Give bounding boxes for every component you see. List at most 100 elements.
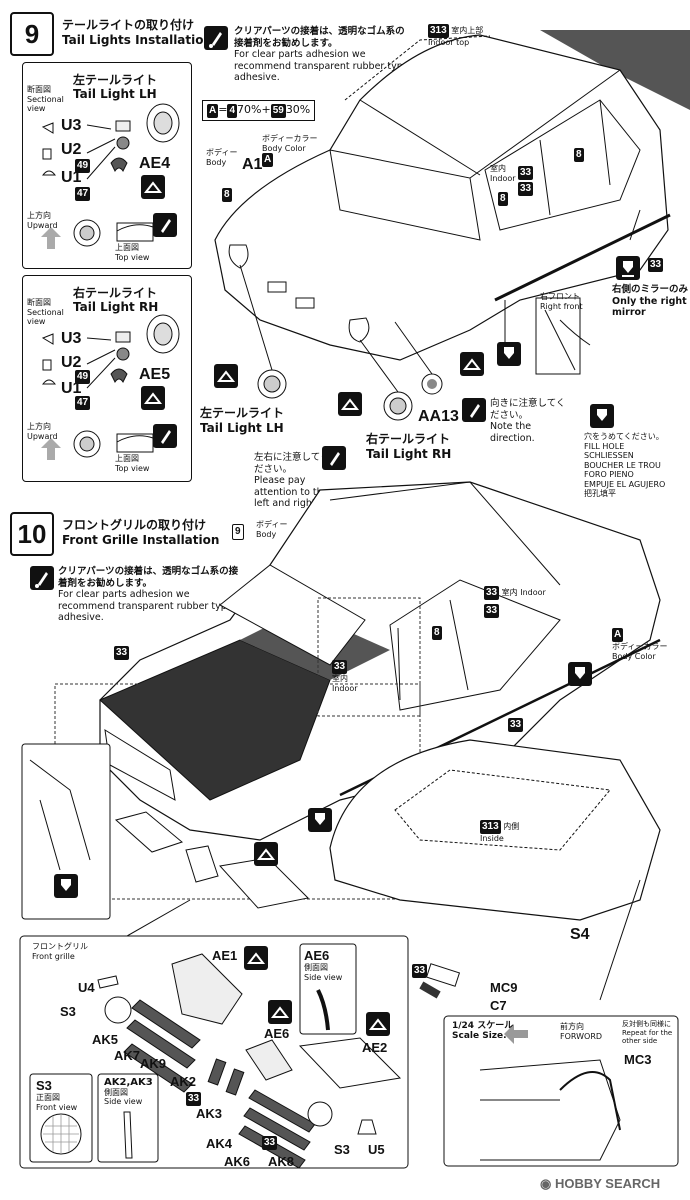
note-lr-icon [322,446,346,470]
part-u3: U3 [61,117,82,134]
step-10-title-jp: フロントグリルの取り付け [62,518,207,532]
badge-33-hood: 33 [114,646,130,660]
dir-jp: 向きに注意してください。 [490,398,566,421]
part-ak2: AK2 [170,1074,197,1089]
glue-icon [214,364,238,388]
forward-en: FORWORD [560,1031,603,1041]
upward-label: 上方向 Upward [27,422,58,441]
part-s3-right: S3 [334,1142,350,1157]
section-en: Sectional view [27,307,64,327]
step-9-title: テールライトの取り付け Tail Lights Installation [62,18,212,48]
tail-light-lh-drawing [41,103,180,249]
note-jp: クリアパーツの接着は、透明なゴム系の接着剤をお勧めします。 [234,26,405,49]
left-tail-light-panel: 左テールライト Tail Light LH 断面図 Sectional view… [22,62,192,269]
part-u2: U2 [61,141,82,158]
glue-icon [366,1012,390,1036]
part-u1: U1 [61,380,82,397]
step-9-title-jp: テールライトの取り付け [62,18,195,32]
badge-33-a: 33 [518,166,534,180]
part-c7: C7 [490,998,507,1013]
s3-en: Front view [36,1102,78,1112]
part-u5: U5 [368,1142,385,1157]
body-jp: ボディー [256,520,288,529]
watermark-text: HOBBY SEARCH [554,1176,661,1191]
step-number-text: 10 [17,518,47,549]
step-9-title-en: Tail Lights Installation [62,33,213,47]
indoor-label-2: 33 室内 Indoor [484,586,546,600]
glue-icon [460,352,484,376]
body-jp: ボディー [206,148,238,157]
drill-hole-icon [308,808,332,832]
indoor-jp: 室内 [332,674,348,683]
left-right-note: 左右に注意してください。Please pay attention to the … [254,452,338,510]
ak-jp: 側面図 [104,1087,128,1097]
top-view-label: 上面図 Top view [115,243,149,262]
upward-jp: 上方向 [27,422,51,431]
indoor-top-jp: 室内上部 [451,26,484,35]
badge-8: 8 [432,626,442,640]
part-u1: U1 [61,169,82,186]
section-jp: 断面図 [27,298,51,307]
drill-hole-icon [568,662,592,686]
part-mc3: MC3 [624,1052,652,1067]
s3-jp: 正面図 [36,1093,60,1102]
part-ae4: AE4 [139,155,171,172]
lr-en: Please pay attention to the left and rig… [254,475,329,509]
bodycolor-jp: ボディーカラー [612,642,668,651]
mix-p1: 70% [237,103,262,116]
glue-point-icon [153,424,177,448]
part-ak7: AK7 [114,1048,141,1063]
mix-eq: = [218,103,228,116]
scale-jp: 1/24 スケール [452,1021,514,1031]
glue-icon [141,175,165,199]
note-en: For clear parts adhesion we recommend tr… [234,49,409,83]
ak-en: Side view [104,1097,143,1106]
part-aa13: AA13 [418,408,459,425]
hole-line: 把孔填平 [584,489,616,498]
mirror-en: Only the right mirror [612,295,687,319]
hole-line: FILL HOLE [584,441,625,451]
ak-title: AK2,AK3 [104,1077,153,1088]
hole-jp: 穴をうめてください。 [584,432,664,441]
watermark-logo-icon: ◉ [540,1176,555,1191]
drill-hole-icon [497,342,521,366]
badge-33-door: 33 [484,604,500,618]
grille-jp: フロントグリル [32,942,88,951]
badge-33-ak: 33 [186,1092,202,1106]
ae6-title: AE6 [304,948,330,963]
scale-en: Scale Size. [452,1030,507,1041]
ae6-jp: 側面図 [304,963,328,972]
glue-icon [268,1000,292,1024]
tail-rh-en: Tail Light RH [366,447,452,461]
badge-33-mirror: 33 [412,964,428,978]
badge-313: 313 [428,24,449,38]
section-view-label: 断面図 Sectional view [27,85,73,114]
part-u3: U3 [61,330,82,347]
glue-icon [141,386,165,410]
right-tail-light-panel: 右テールライト Tail Light RH 断面図 Sectional view… [22,275,192,482]
badge-33: 33 [332,660,348,674]
body-en: Body [206,157,227,167]
fill-hole-note: 穴をうめてください。 FILL HOLE SCHLIESSEN BOUCHER … [584,432,688,499]
color-badge-49: 49 [75,370,91,384]
lr-jp: 左右に注意してください。 [254,452,330,475]
part-u4: U4 [78,980,95,995]
drill-hole-icon [616,256,640,280]
hole-line: FORO PIENO [584,470,634,479]
watermark: ◉ HOBBY SEARCH [540,1176,660,1192]
part-ak8: AK8 [268,1154,295,1169]
grille-en: Front grille [32,951,75,961]
opp-jp: 反対側も同様に [622,1020,671,1028]
adhesive-icon [204,26,228,50]
